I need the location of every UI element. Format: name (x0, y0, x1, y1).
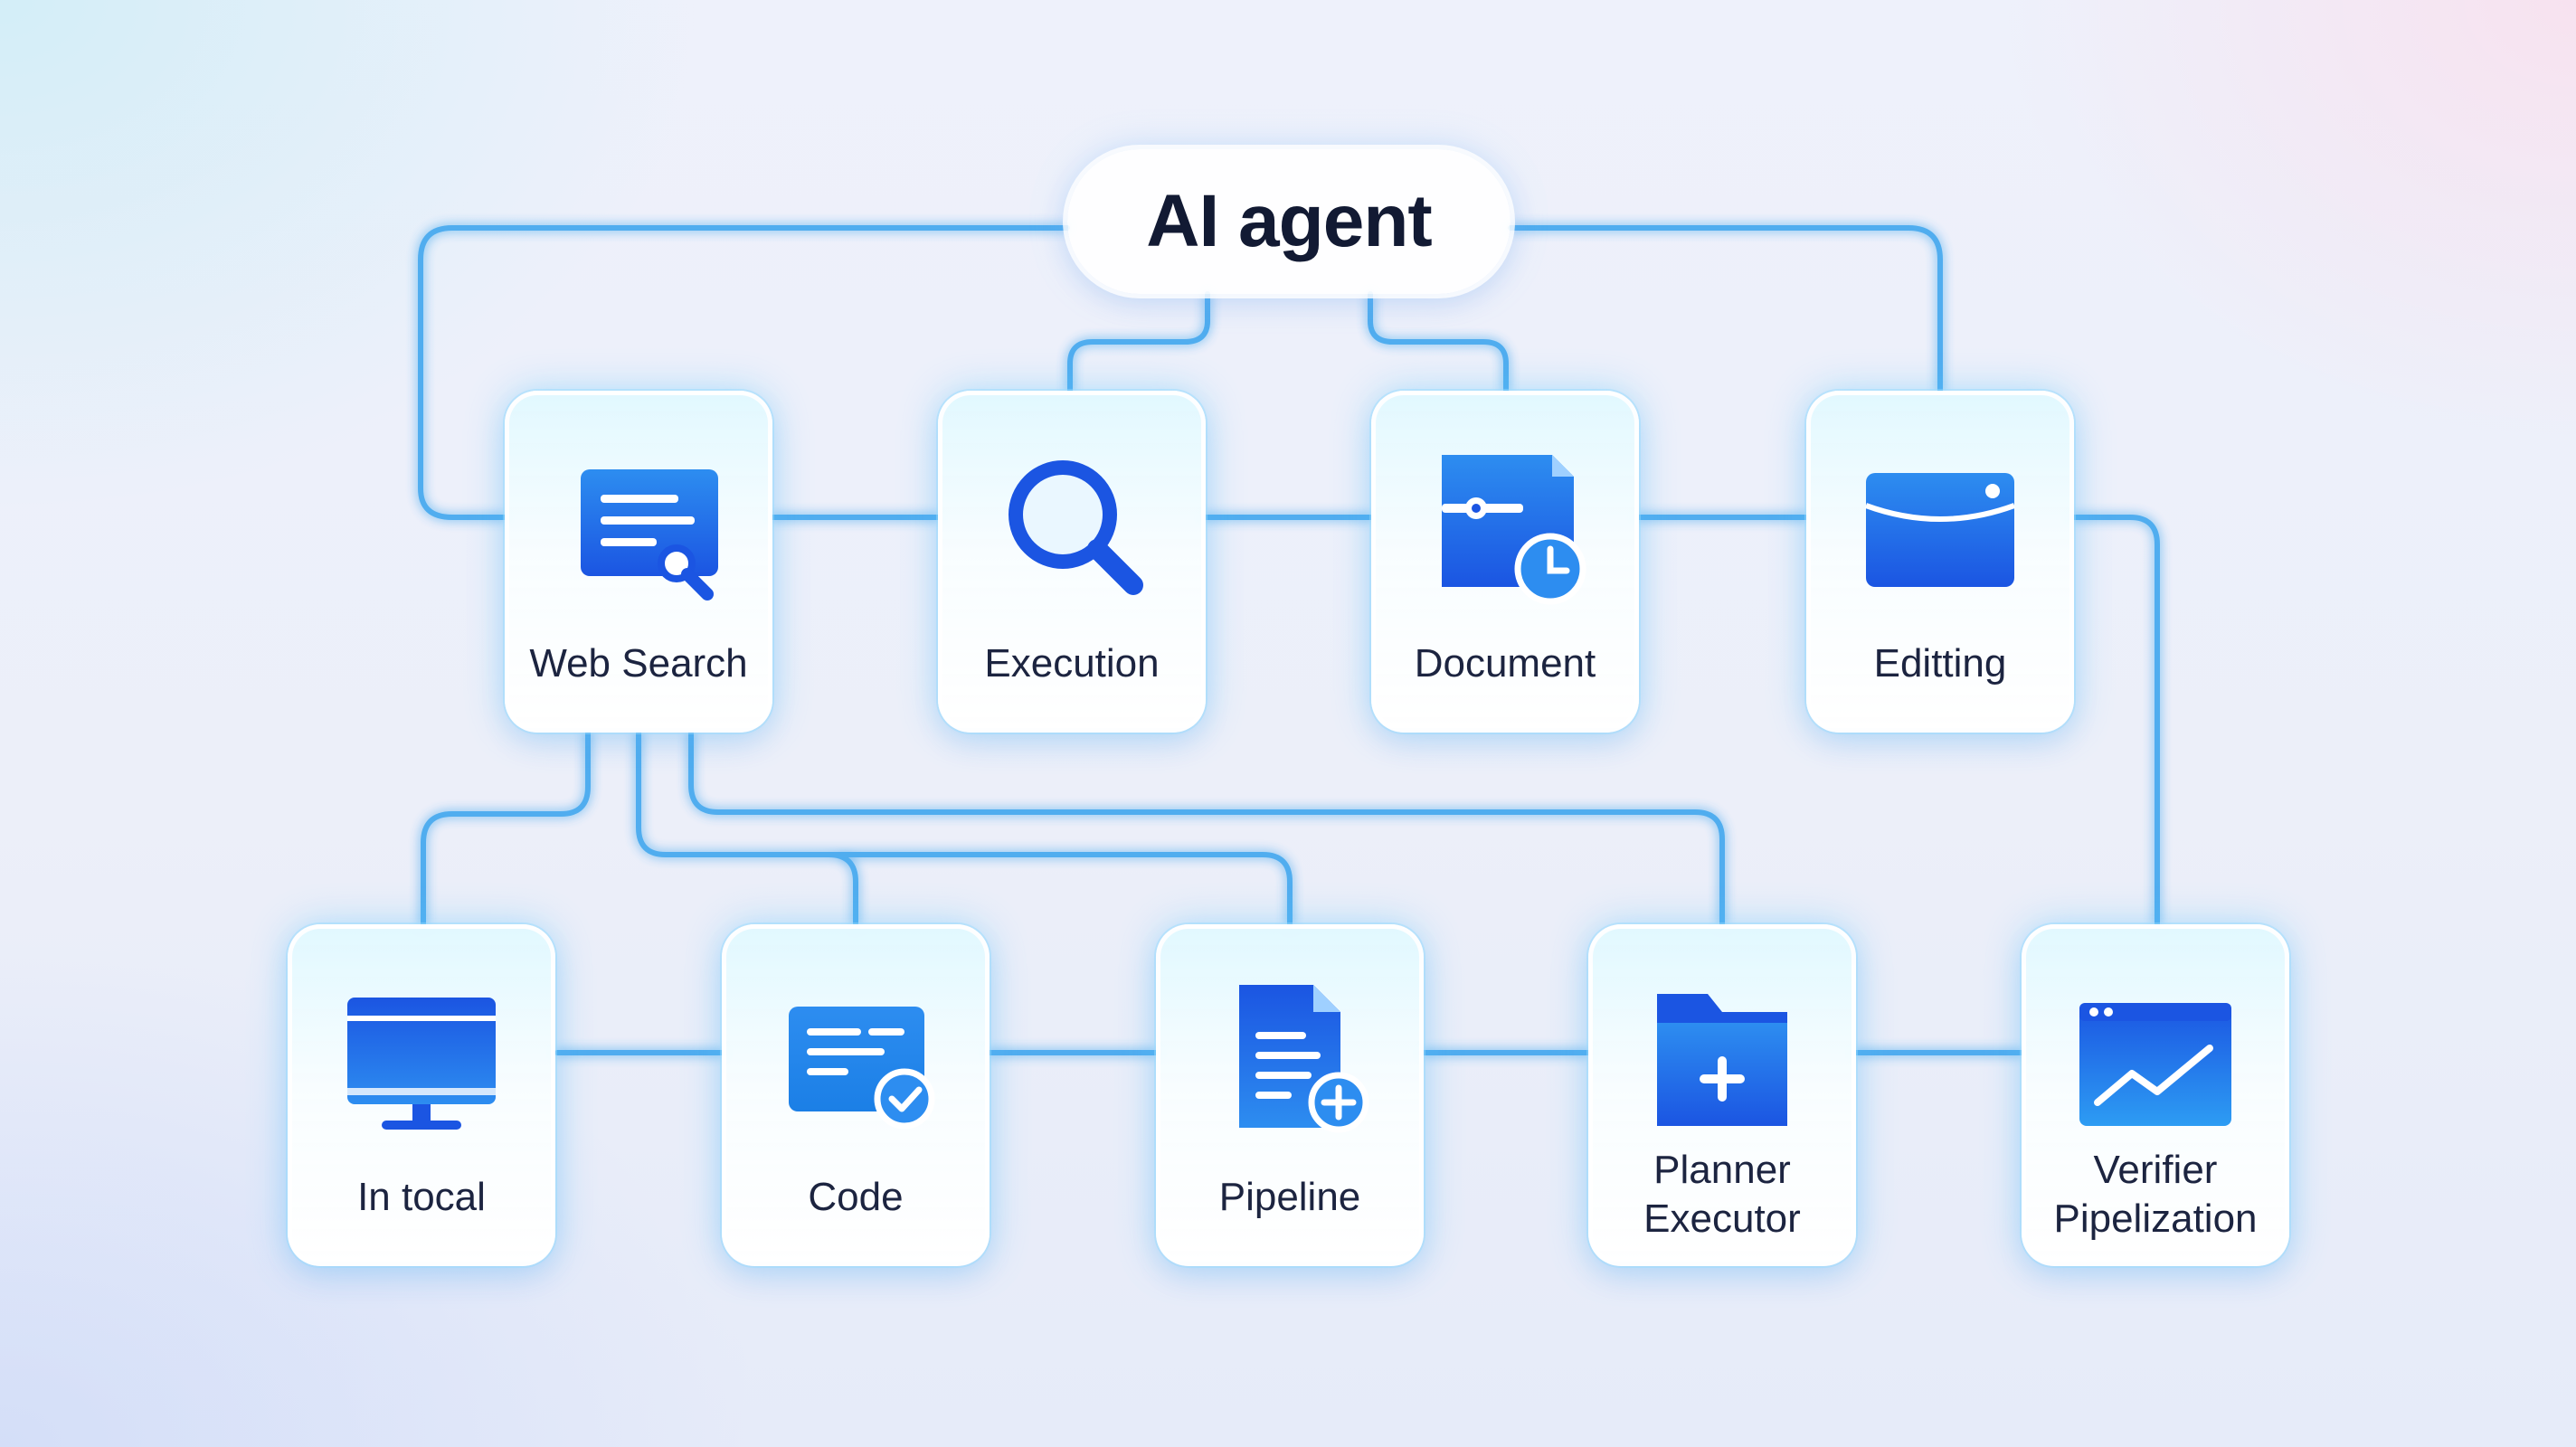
link-hub-web-search (418, 225, 1070, 520)
tool-label-execution: Execution (984, 641, 1160, 686)
link-web-planner (688, 730, 1725, 927)
tool-label-verifier-pipelization: Verifier Pipelization (2026, 1146, 2285, 1244)
tool-card-document[interactable]: Document (1371, 391, 1639, 733)
link-hub-execution (1067, 291, 1210, 393)
tool-card-execution[interactable]: Execution (938, 391, 1206, 733)
folder-add-icon (1641, 976, 1804, 1139)
tool-label-planner: Planner (1653, 1148, 1791, 1192)
code-check-icon (774, 976, 937, 1139)
tool-label-pipelization: Pipelization (2053, 1196, 2258, 1241)
search-document-icon (557, 442, 720, 605)
tool-label-in-tocal: In tocal (357, 1175, 486, 1219)
tool-card-pipeline[interactable]: Pipeline (1156, 924, 1424, 1266)
monitor-icon (340, 976, 503, 1139)
document-add-icon (1208, 976, 1371, 1139)
ai-agent-hub: AI agent (1067, 149, 1511, 294)
tool-label-editting: Editting (1873, 641, 2007, 686)
tool-label-pipeline: Pipeline (1218, 1175, 1361, 1219)
tool-label-planner-executor: Planner Executor (1593, 1146, 1852, 1244)
tool-label-code: Code (808, 1175, 904, 1219)
browser-window-icon (1859, 442, 2022, 605)
tool-label-document: Document (1414, 641, 1596, 686)
link-editting-verifier (2069, 515, 2160, 927)
tool-card-web-search[interactable]: Web Search (505, 391, 772, 733)
link-web-in-tocal (421, 730, 591, 927)
tool-label-web-search: Web Search (529, 641, 748, 686)
magnifier-icon (990, 442, 1153, 605)
tool-card-planner-executor[interactable]: Planner Executor (1588, 924, 1856, 1266)
chart-window-icon (2074, 976, 2237, 1139)
hub-title: AI agent (1146, 180, 1432, 262)
link-web-code-pipeline (636, 730, 1293, 927)
tool-card-code[interactable]: Code (722, 924, 990, 1266)
tool-card-in-tocal[interactable]: In tocal (288, 924, 555, 1266)
link-hub-document (1368, 291, 1509, 393)
tool-card-editting[interactable]: Editting (1806, 391, 2074, 733)
tool-label-verifier: Verifier (2093, 1148, 2218, 1192)
document-clock-icon (1424, 442, 1586, 605)
link-hub-editting (1508, 225, 1943, 393)
tool-card-verifier-pipelization[interactable]: Verifier Pipelization (2022, 924, 2289, 1266)
tool-label-executor: Executor (1643, 1196, 1801, 1241)
